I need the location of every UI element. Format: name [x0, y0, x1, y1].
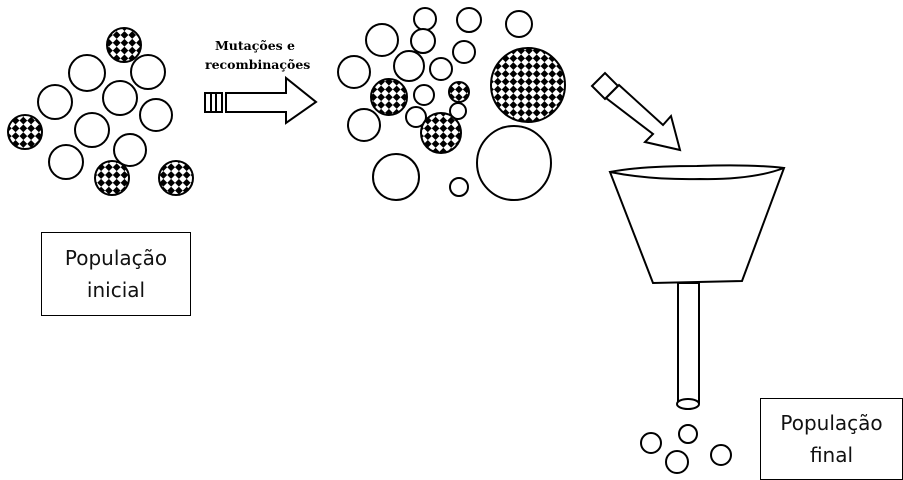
- initial-population-line1: População: [64, 246, 168, 270]
- cell: [449, 177, 469, 197]
- arrow-label: Mutações e recombinações: [205, 36, 310, 74]
- cell: [74, 112, 110, 148]
- arrow-right: [204, 75, 318, 125]
- cell: [365, 23, 399, 57]
- funnel: [608, 164, 786, 410]
- cell: [449, 102, 467, 120]
- cell-checkered: [448, 81, 470, 103]
- final-population-line1: População: [780, 411, 883, 435]
- cell: [37, 84, 73, 120]
- cell: [456, 7, 482, 33]
- cell-checkered: [158, 160, 194, 196]
- cell: [410, 28, 436, 54]
- cell-checkered: [370, 78, 408, 116]
- final-population-cells: [640, 424, 732, 474]
- cell: [413, 7, 437, 31]
- cell: [347, 108, 381, 142]
- cell: [505, 10, 533, 38]
- cell: [665, 450, 689, 474]
- arrow-diagonal: [590, 71, 682, 152]
- cell: [452, 40, 476, 64]
- cell-checkered: [7, 114, 43, 150]
- cell: [372, 153, 420, 201]
- cell: [113, 133, 147, 167]
- cell: [102, 80, 138, 116]
- cell: [48, 144, 84, 180]
- initial-population-cells: [7, 27, 194, 196]
- cell: [429, 57, 453, 81]
- arrow-label-line2: recombinações: [205, 57, 311, 72]
- cell: [640, 432, 662, 454]
- initial-population-line2: inicial: [86, 278, 146, 302]
- cell: [139, 98, 173, 132]
- cell: [476, 125, 552, 201]
- cell-checkered: [490, 47, 566, 123]
- arrow-label-line1: Mutações e: [214, 38, 296, 53]
- cell-checkered: [106, 27, 142, 63]
- final-population-box: População final: [760, 398, 903, 480]
- mixed-population-cells: [337, 7, 566, 201]
- cell: [405, 106, 427, 128]
- cell: [337, 55, 371, 89]
- cell-checkered: [420, 112, 462, 154]
- cell: [678, 424, 698, 444]
- cell: [413, 84, 435, 106]
- cell: [130, 54, 166, 90]
- cell: [393, 50, 425, 82]
- cell-checkered: [94, 160, 130, 196]
- cell: [68, 54, 106, 92]
- initial-population-box: População inicial: [41, 232, 191, 316]
- final-population-line2: final: [809, 443, 854, 467]
- cell: [710, 444, 732, 466]
